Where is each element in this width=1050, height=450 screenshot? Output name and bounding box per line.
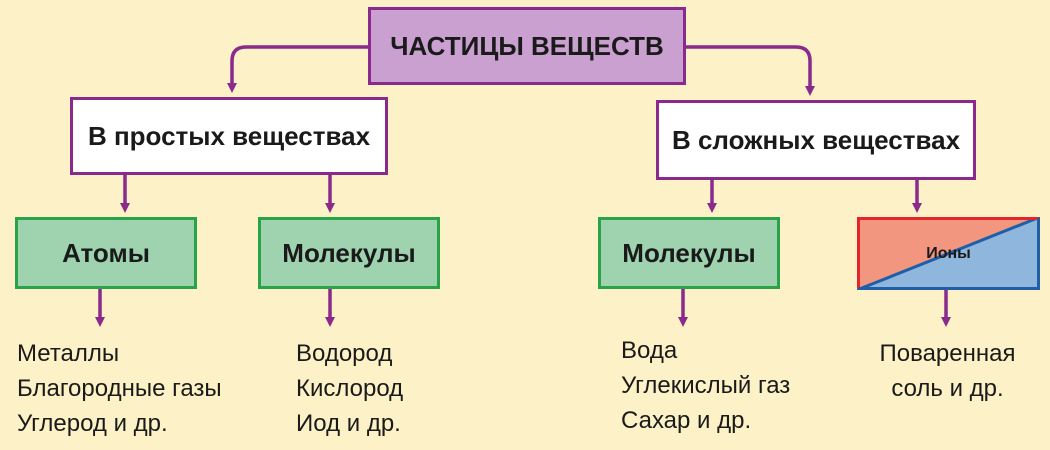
particle-molecules-simple-label: Молекулы (282, 237, 416, 268)
arrow-root-to-simple (227, 45, 368, 93)
category-complex-substances: В сложных веществах (656, 100, 976, 180)
category-complex-label: В сложных веществах (671, 124, 961, 155)
example-item: соль и др. (891, 375, 1004, 402)
example-item: Благородные газы (17, 375, 222, 402)
root-label: ЧАСТИЦЫ ВЕЩЕСТВ (390, 30, 664, 61)
particle-atoms: Атомы (15, 217, 197, 289)
example-item: Углекислый газ (621, 372, 791, 399)
particle-molecules-complex: Молекулы (598, 217, 780, 289)
particle-ions: Ионы (857, 217, 1040, 290)
particle-molecules-simple: Молекулы (258, 217, 440, 289)
particle-molecules-complex-label: Молекулы (622, 237, 756, 268)
example-item: Иод и др. (296, 410, 401, 437)
example-item: Металлы (17, 340, 120, 367)
examples-molecules-complex: Вода Углекислый газ Сахар и др. (621, 333, 790, 438)
examples-ions: Поваренная соль и др. (860, 336, 1035, 406)
examples-atoms: Металлы Благородные газы Углерод и др. (17, 336, 222, 441)
arrow-root-to-complex (686, 45, 815, 96)
category-simple-substances: В простых веществах (70, 97, 388, 175)
example-item: Углерод и др. (17, 410, 168, 437)
example-item: Поваренная (879, 340, 1016, 367)
category-simple-label: В простых веществах (87, 120, 371, 151)
root-node: ЧАСТИЦЫ ВЕЩЕСТВ (368, 7, 686, 85)
example-item: Водород (296, 340, 393, 367)
example-item: Вода (621, 337, 678, 364)
example-item: Кислород (296, 375, 404, 402)
particle-ions-label: Ионы (926, 244, 971, 262)
examples-molecules-simple: Водород Кислород Иод и др. (296, 336, 403, 441)
example-item: Сахар и др. (621, 407, 752, 434)
particle-atoms-label: Атомы (62, 237, 150, 268)
ions-split-fill (857, 217, 1040, 290)
